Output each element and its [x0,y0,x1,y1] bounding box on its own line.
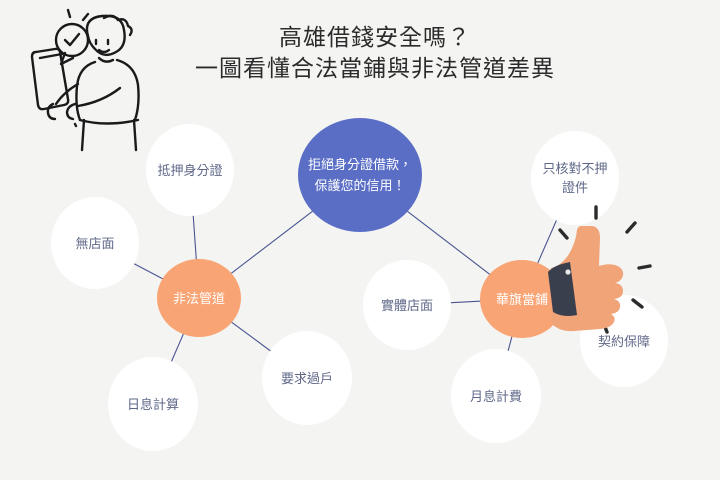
connector-line-center-to-illegal [229,209,315,275]
connector-line-illegal-to-mortgage-id [192,213,197,262]
node-contract-guarantee-label: 契約保障 [597,333,650,349]
node-verify-only-label: 只核對不押證件 [542,161,608,195]
node-daily-interest[interactable]: 日息計算 [108,357,198,451]
connector-line-legal-to-verify-only [536,218,558,265]
node-illegal-label: 非法管道 [172,290,225,306]
wrist-cuff [548,262,577,316]
connector-line-illegal-to-daily-interest [170,332,185,364]
node-monthly-interest[interactable]: 月息計費 [451,349,541,443]
node-transfer-required[interactable]: 要求過戶 [262,331,352,425]
connector-line-illegal-to-transfer-required [229,320,273,353]
page-title: 高雄借錢安全嗎？ 一圖看懂合法當鋪與非法管道差異 [140,22,610,84]
node-physical-store[interactable]: 實體店面 [363,260,451,350]
node-daily-interest-label: 日息計算 [126,396,179,412]
node-center-message[interactable]: 拒絕身分證借款，保護您的信用！ [298,118,422,232]
node-physical-store-label: 實體店面 [380,297,433,313]
node-no-storefront-label: 無店面 [75,235,115,251]
node-center-message-label: 拒絕身分證借款，保護您的信用！ [307,157,412,193]
node-verify-only[interactable]: 只核對不押證件 [531,131,619,225]
connector-line-legal-to-monthly-interest [507,334,513,353]
node-monthly-interest-label: 月息計費 [469,388,522,404]
node-no-storefront[interactable]: 無店面 [51,197,139,289]
connector-line-center-to-legal [405,209,492,276]
node-legal-label: 華旗當鋪 [495,291,548,307]
node-illegal[interactable]: 非法管道 [157,259,241,337]
cuff-dot [565,269,571,275]
node-mortgage-id-label: 抵押身分證 [157,162,223,178]
node-transfer-required-label: 要求過戶 [280,370,333,386]
node-mortgage-id[interactable]: 抵押身分證 [146,124,234,216]
page-title-line-1: 高雄借錢安全嗎？ [279,24,471,50]
connector-line-legal-to-physical-store [448,300,483,304]
connector-line-illegal-to-no-storefront [132,262,165,281]
page-title-line-2: 一圖看懂合法當鋪與非法管道差異 [195,55,555,81]
thumbs-up-hand-illustration [548,205,652,334]
person-with-tablet-illustration [30,8,140,152]
spark-dashes [558,205,652,334]
